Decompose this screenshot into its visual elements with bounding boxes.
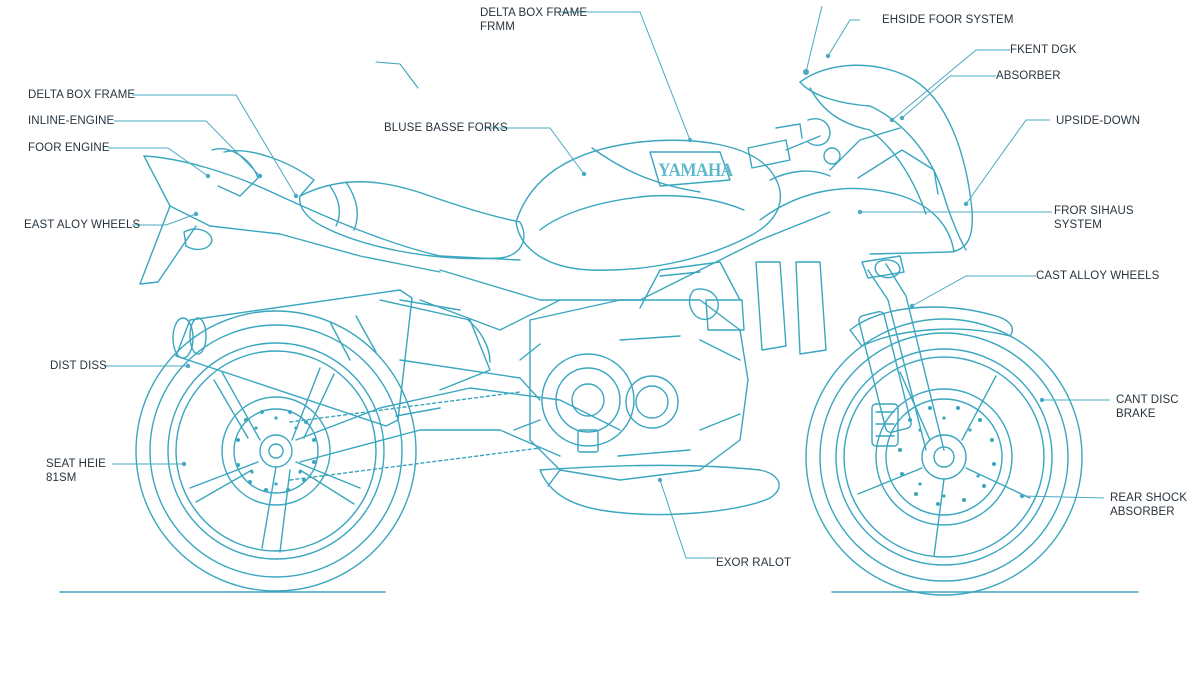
label-fkent-dgk: FKENT DGK <box>1010 44 1077 56</box>
front-forks <box>858 255 945 451</box>
front-wheel <box>805 318 1083 596</box>
frame <box>295 211 831 463</box>
label-text: FRMM <box>480 21 515 33</box>
label-exor-ralot: EXOR RALOT <box>716 557 792 569</box>
callout-arrow-decor <box>375 61 419 89</box>
tail-section <box>139 148 521 285</box>
engine <box>513 261 827 487</box>
front-fender <box>849 306 1014 347</box>
label-cant-disc-brake: CANT DISC BRAKE <box>1116 393 1179 421</box>
front-fairing <box>759 64 974 279</box>
front-disc-holes <box>898 406 996 506</box>
label-rear-shock-absorber: REAR SHOCK ABSORBER <box>1110 491 1187 519</box>
chain <box>289 391 541 481</box>
handlebar <box>747 118 841 181</box>
label-delta-box-frame-top: DELTA BOX FRAME FRMM <box>480 6 587 34</box>
rear-wheel <box>135 310 417 592</box>
label-text: CANT DISC <box>1116 394 1179 406</box>
label-foor-engine: FOOR ENGINE <box>28 142 110 154</box>
label-dist-diss: DIST DISS <box>50 360 107 372</box>
label-seat-height: SEAT HEIE 81SM <box>46 457 106 485</box>
belly-pan <box>539 464 780 516</box>
leader-lines <box>104 5 1110 559</box>
label-ehside-foor-system: EHSIDE FOOR SYSTEM <box>882 14 1014 26</box>
label-forks: BLUSE BASSE FORKS <box>384 122 508 134</box>
tail-light <box>183 228 213 251</box>
label-inline-engine: INLINE-ENGINE <box>28 115 115 127</box>
label-text: ABSORBER <box>1110 506 1175 518</box>
label-text: SYSTEM <box>1054 219 1102 231</box>
label-text: DELTA BOX FRAME <box>480 7 588 19</box>
label-fror-exhaust-system: FROR SIHAUS SYSTEM <box>1054 204 1134 232</box>
label-cast-alloy-wheels: CAST ALLOY WHEELS <box>1036 270 1160 282</box>
label-upside-down: UPSIDE-DOWN <box>1056 115 1141 127</box>
label-text: REAR SHOCK <box>1110 492 1188 504</box>
tank-brand-logo: YAMAHA <box>658 160 733 181</box>
rear-disc-holes <box>236 410 316 492</box>
label-text: FROR SIHAUS <box>1054 205 1134 217</box>
label-text: BRAKE <box>1116 408 1156 420</box>
label-text: 81SM <box>46 472 77 484</box>
fuel-tank <box>515 139 781 271</box>
label-east-alloy-wheels: EAST ALOY WHEELS <box>24 219 141 231</box>
leader-arrowheads <box>181 53 1045 499</box>
exhaust-muffler <box>172 289 541 427</box>
label-absorber-top: ABSORBER <box>996 70 1061 82</box>
label-text: SEAT HEIE <box>46 458 106 470</box>
label-delta-box-frame: DELTA BOX FRAME <box>28 89 136 101</box>
seat <box>223 150 525 260</box>
